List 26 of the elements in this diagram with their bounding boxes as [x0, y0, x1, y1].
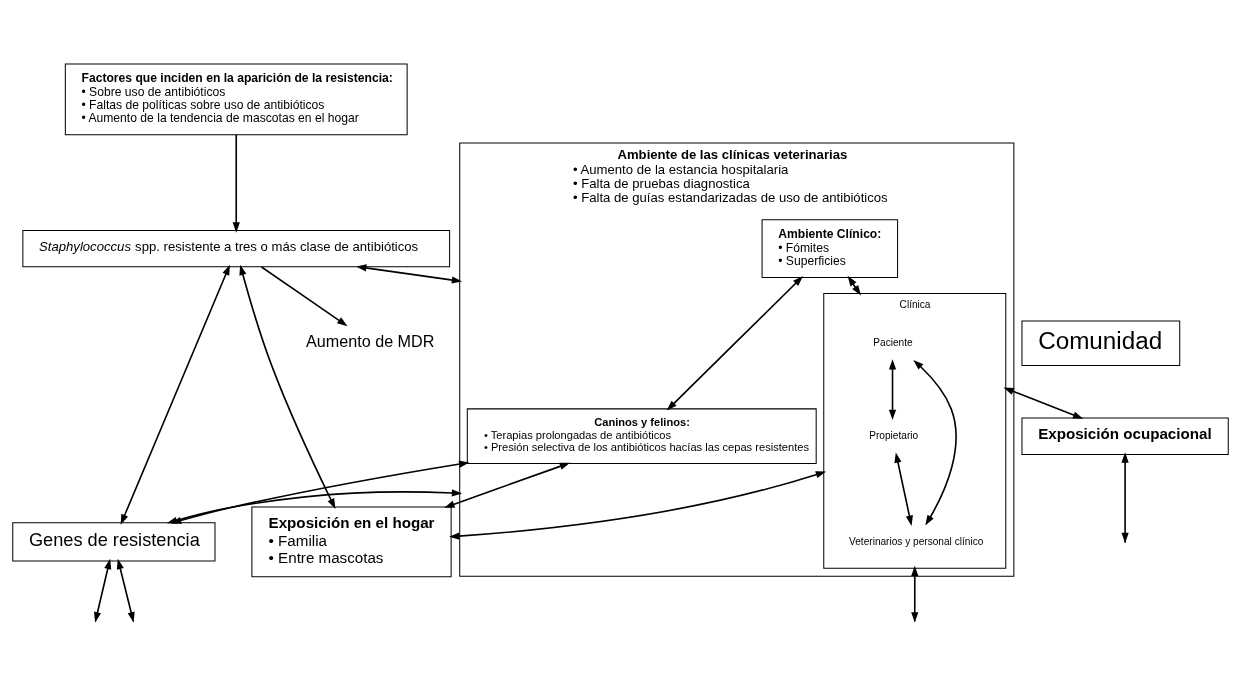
node-text: Aumento de MDR	[306, 331, 435, 350]
arrow	[239, 264, 336, 509]
node-box: Caninos y felinos: • Terapias prolongadas de antibióticos • Presión selectiva de los antibióticos hacías las cepas resistentes	[466, 407, 817, 464]
arrow	[888, 358, 897, 420]
arrow	[356, 263, 463, 284]
arrow	[232, 133, 240, 233]
node-box: Exposición en el hogar • Familia • Entre mascotas	[251, 505, 452, 577]
arrow	[894, 451, 913, 526]
arrow	[847, 275, 861, 296]
node-box: Exposición ocupacional	[1021, 416, 1229, 455]
arrow	[1003, 387, 1084, 419]
arrow	[444, 462, 571, 508]
node-box: Factores que inciden en la aparición de la resistencia: • Sobre uso de antibióticos • Faltas de políticas sobre uso de antibióticos • Aumento de la tendencia de mascotas en el hogar	[64, 63, 408, 135]
node-box: Staphylococcus spp. resistente a tres o más clase de antibióticos	[22, 229, 451, 267]
node-box: Comunidad	[1021, 319, 1181, 366]
node-box: Genes de resistencia	[12, 521, 216, 562]
arrow	[666, 275, 803, 411]
arrow	[449, 470, 827, 540]
arrow	[913, 359, 957, 525]
arrow	[170, 460, 470, 524]
arrow	[260, 265, 348, 326]
node-text: Veterinarios y personal clínico	[849, 535, 984, 547]
node-box: Ambiente Clínico: • Fómites • Superficies	[761, 218, 899, 278]
node-text: Paciente	[873, 336, 913, 348]
arrow	[1121, 451, 1129, 543]
node-text: Propietario	[869, 429, 919, 441]
